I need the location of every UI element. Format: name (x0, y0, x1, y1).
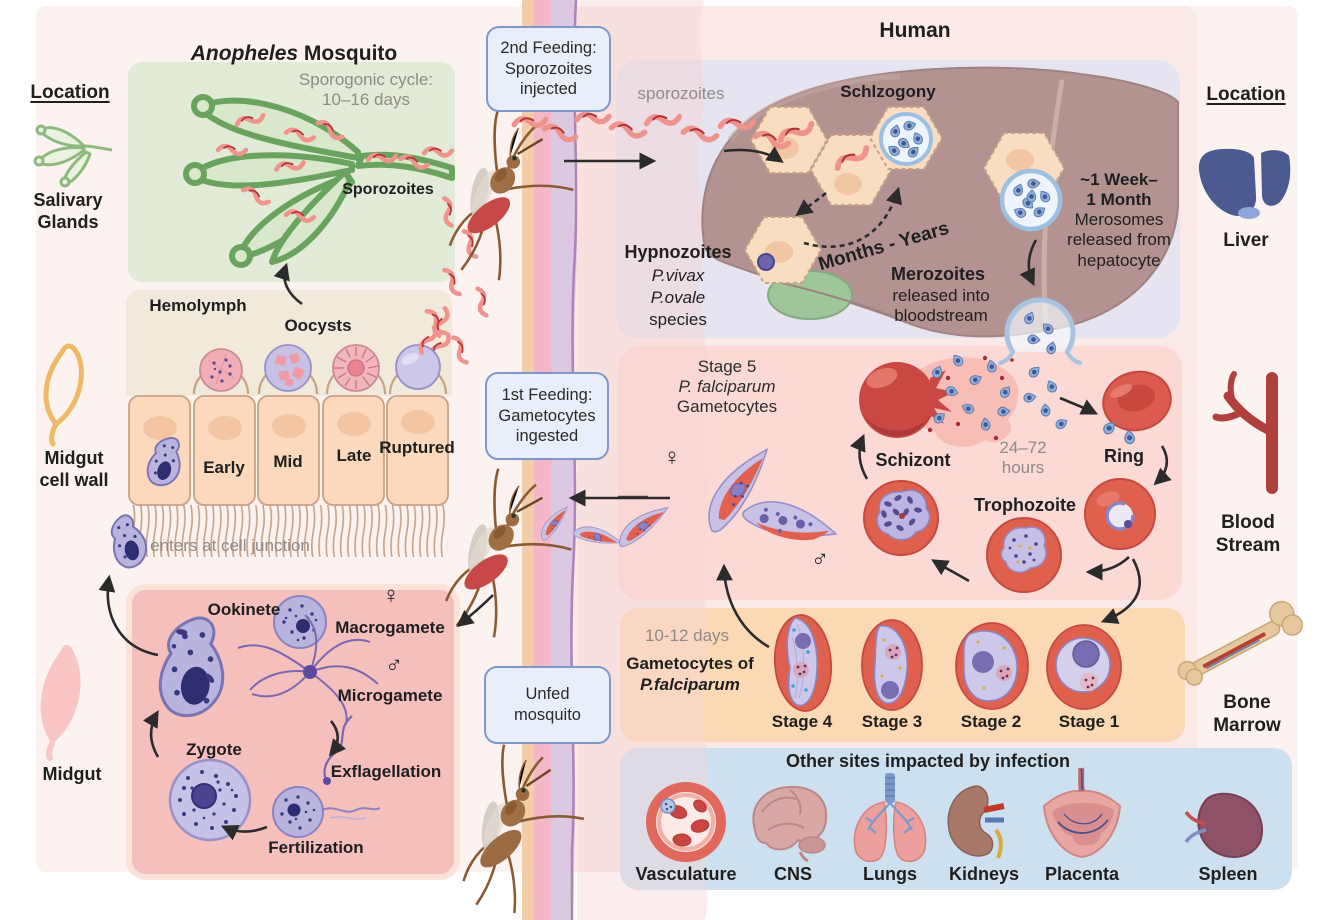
ookinete-label: Ookinete (207, 600, 281, 619)
days-note: 10-12 days (644, 626, 730, 645)
stage-1-label: Stage 1 (1058, 712, 1120, 731)
oocyst-stage-ruptured: Ruptured (379, 438, 455, 457)
zygote-label: Zygote (186, 740, 242, 759)
salivary-gland-icon (33, 124, 113, 188)
oocyst-stage-early: Early (203, 458, 245, 477)
exflagellation-label: Exflagellation (330, 762, 442, 781)
blood-stream-label: Blood Stream (1215, 512, 1281, 556)
mosquito-title-genus: Anopheles (190, 42, 299, 66)
sporozoites-label: Sporozoites (342, 181, 434, 198)
merozoites-sub-label: released into bloodstream (892, 286, 990, 326)
stage-2-label: Stage 2 (960, 712, 1022, 731)
macrogamete-label: Macrogamete (335, 618, 445, 637)
bone-marrow-icon (1177, 600, 1304, 686)
schizogony-label: Schlzogony (840, 82, 936, 101)
merosome-release (998, 297, 1082, 432)
liver-illustration (701, 66, 1179, 338)
lungs-icon (853, 773, 927, 863)
mosquito-title: Anopheles Mosquito (191, 16, 398, 66)
stage5-line2: P. falciparum (678, 377, 776, 396)
trophozoite-label: Trophozoite (974, 495, 1076, 515)
placenta-icon (1042, 767, 1122, 859)
gamete-cycle-illustration (158, 595, 381, 842)
liver-icon (1198, 148, 1291, 219)
cns-brain-icon (752, 785, 828, 863)
mosquito-title-rest: Mosquito (298, 42, 398, 66)
merosomes-label: Merosomes released from hepatocyte (1067, 210, 1171, 270)
bone-marrow-label: Bone Marrow (1213, 692, 1281, 736)
oocyst-stage-late: Late (336, 446, 372, 465)
human-title: Human (879, 19, 951, 42)
midgut-icon (40, 644, 81, 761)
gametocytes-species-label: P.falciparum (640, 675, 740, 694)
sporozoites-note: sporozoites (637, 84, 725, 103)
stage-3-label: Stage 3 (861, 712, 923, 731)
midgut-label: Midgut (42, 764, 102, 784)
blood-stage-illustration (534, 352, 1172, 593)
hypnozoites-species-word: species (649, 310, 707, 329)
oocyst-stage-mid: Mid (273, 452, 303, 471)
spleen-icon (1184, 792, 1263, 858)
flow-arrows (98, 146, 1172, 841)
kidneys-icon (947, 785, 1005, 859)
fertilization-label: Fertilization (268, 838, 364, 857)
organ-label-kidneys: Kidneys (948, 864, 1020, 884)
schizont-label: Schizont (875, 450, 951, 470)
blood-vessel-icon (1212, 371, 1278, 494)
unfed-mosquito-callout: Unfed mosquito (484, 666, 611, 744)
salivary-gland-illustration (183, 94, 455, 268)
hemolymph-label: Hemolymph (149, 296, 247, 315)
second-feeding-callout: 2nd Feeding: Sporozoites injected (486, 26, 611, 112)
ring-label: Ring (1104, 446, 1144, 466)
microgamete-cell (237, 614, 379, 725)
microgamete-label: Microgamete (337, 686, 443, 705)
week-month-label: ~1 Week– 1 Month (1080, 170, 1158, 210)
organ-label-spleen: Spleen (1198, 864, 1258, 884)
stage5-line1: Stage 5 (697, 357, 757, 376)
hypnozoites-label: Hypnozoites (624, 242, 732, 262)
organ-label-cns: CNS (773, 864, 813, 884)
stage-4-label: Stage 4 (771, 712, 833, 731)
hours-note: 24–72 hours (999, 438, 1047, 478)
gametocytes-of-label: Gametocytes of (626, 654, 754, 673)
cell-junction-note: enters at cell junction (150, 536, 310, 555)
midgut-wall-illustration (128, 307, 449, 557)
organ-label-lungs: Lungs (863, 864, 917, 884)
salivary-glands-label: Salivary Glands (33, 190, 103, 232)
organ-label-placenta: Placenta (1044, 864, 1120, 884)
right-location-heading: Location (1206, 84, 1286, 105)
oocysts-label: Oocysts (284, 316, 352, 335)
midgut-cell-wall-icon (43, 343, 84, 447)
first-feeding-callout: 1st Feeding: Gametocytes ingested (485, 372, 609, 460)
midgut-cell-wall-label: Midgut cell wall (39, 448, 109, 490)
gametocyte-stages-illustration (773, 614, 1122, 712)
sporogonic-cycle-note: Sporogonic cycle: 10–16 days (298, 70, 434, 110)
liver-label: Liver (1223, 230, 1269, 251)
hypnozoites-species-2: P.ovale (650, 288, 706, 307)
male-symbol-blood: ♂ (811, 546, 829, 573)
male-symbol-midgut: ♂ (385, 652, 403, 679)
left-location-heading: Location (30, 82, 110, 103)
organ-label-vasculature: Vasculature (635, 864, 737, 884)
ookinete-cells (110, 436, 181, 569)
other-sites-title: Other sites impacted by infection (785, 751, 1071, 771)
female-symbol-midgut: ♀ (382, 582, 400, 609)
hypnozoites-species-1: P.vivax (651, 266, 705, 285)
vasculature-icon (646, 782, 726, 862)
merozoites-label: Merozoites (890, 264, 986, 284)
stage5-line3: Gametocytes (676, 397, 778, 416)
female-symbol-blood: ♀ (663, 444, 681, 471)
